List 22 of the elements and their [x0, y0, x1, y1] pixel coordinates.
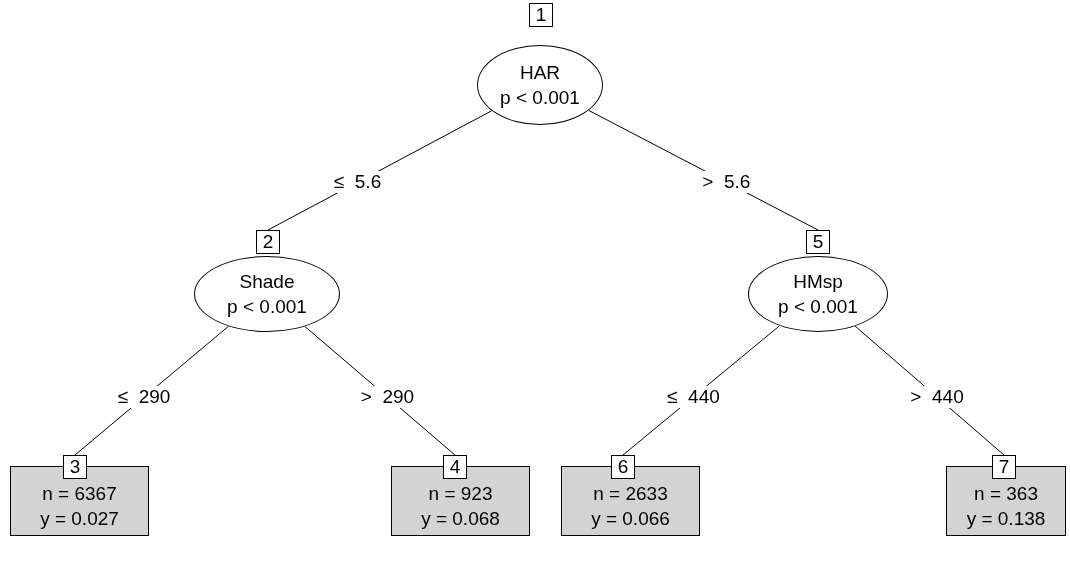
leaf-text: y = 0.066 — [591, 507, 670, 531]
leaf-text: y = 0.068 — [421, 507, 500, 531]
leaf-text: n = 6367 — [42, 482, 117, 506]
node-number: 2 — [256, 230, 280, 254]
node-number: 1 — [529, 3, 553, 27]
split-text: Shade — [239, 270, 295, 294]
edge-label: ≤ 440 — [664, 385, 723, 408]
node-number: 5 — [806, 230, 830, 254]
leaf-text: y = 0.027 — [40, 507, 119, 531]
split-text: p < 0.001 — [778, 295, 858, 319]
node-number: 6 — [611, 455, 635, 479]
leaf-text: y = 0.138 — [966, 507, 1046, 531]
leaf-text: n = 923 — [428, 482, 493, 506]
node-number: 4 — [443, 455, 467, 479]
split-text: HAR — [519, 61, 561, 85]
node-number: 3 — [63, 455, 87, 479]
split-text: p < 0.001 — [227, 295, 307, 319]
split-text: HMsp — [793, 270, 843, 294]
split-text: p < 0.001 — [500, 86, 580, 110]
node-number: 7 — [992, 455, 1016, 479]
leaf-text: n = 363 — [974, 482, 1038, 506]
leaf-text: n = 2633 — [593, 482, 668, 506]
